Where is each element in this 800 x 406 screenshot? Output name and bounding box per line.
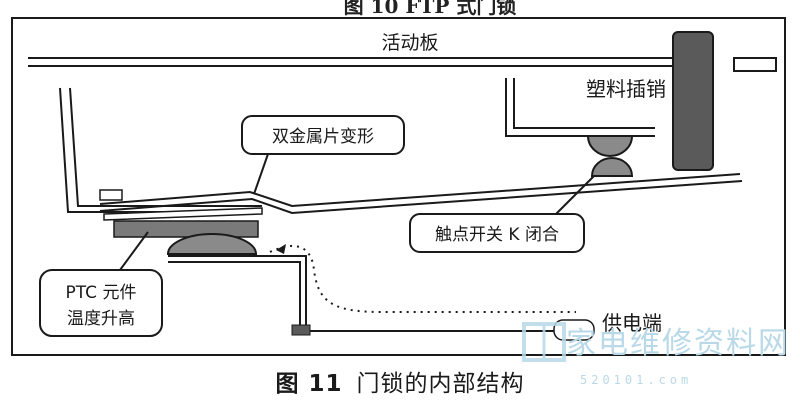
current-arrow [276,244,286,254]
ptc-leader [119,231,149,271]
heater-dome [166,233,258,255]
plastic-pin [672,31,714,171]
bimetal-strip [99,173,743,215]
watermark-text: 家电维修资料网 [566,326,790,361]
watermark-url: 520101.com [580,373,693,387]
figure-number: 图 11 [275,371,343,397]
lower-contact [590,157,634,177]
label-power: 供电端 [602,311,662,335]
moving-plate [28,57,690,67]
current-path [269,245,576,313]
switch-callout [409,213,585,253]
bimetal-leader [253,153,269,195]
rivet [99,189,123,201]
power-lead-outer [168,255,307,328]
power-lead [168,261,301,328]
diagram-frame [11,17,786,356]
ptc-element [113,220,259,238]
switch-leader [555,175,595,215]
bimetal-callout [241,115,405,155]
label-moving-plate: 活动板 [381,32,438,54]
upper-contact [586,135,634,157]
plate-slot [733,57,777,72]
top-caption-fragment: 图 10 FTP 式门锁 [343,0,517,18]
ptc-top-plate [103,207,263,221]
label-plastic-pin: 塑料插销 [586,77,666,101]
label-ptc-line1: PTC 元件 [66,283,137,303]
upper-bracket-inner [513,78,655,129]
terminal [291,324,311,336]
label-ptc-line2: 温度升高 [67,309,135,329]
label-switch-k: 触点开关 K 闭合 [435,225,559,245]
figure-caption: 图 11 门锁的内部结构 [0,364,800,398]
ptc-callout [39,269,163,337]
label-bimetal: 双金属片变形 [272,127,374,147]
figure-title: 门锁的内部结构 [356,371,525,397]
watermark-logo [522,322,566,362]
